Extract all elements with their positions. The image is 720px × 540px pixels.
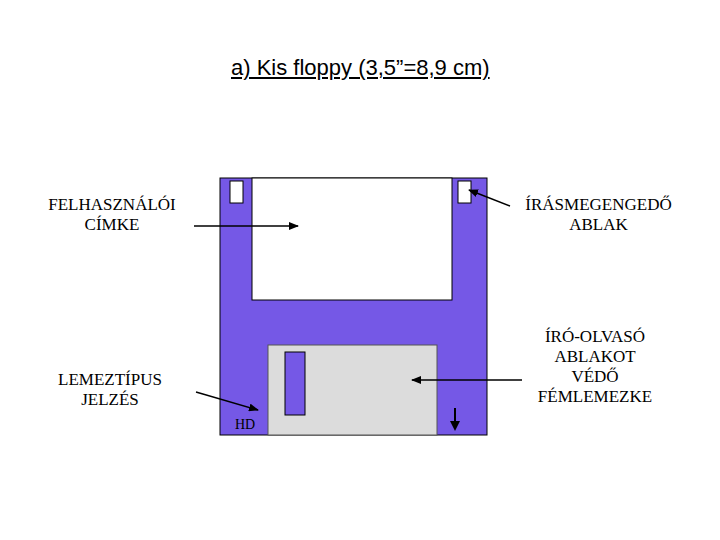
density-hole (230, 181, 243, 203)
shutter-slot (285, 352, 305, 415)
metal-shutter (268, 345, 437, 435)
write-protect-window (458, 181, 471, 203)
callout-label: ÍRÓ-OLVASÓ ABLAKOT VÉDŐ FÉMLEMEZKE (530, 327, 660, 407)
disk-type-mark: HD (235, 417, 255, 433)
disk-body (220, 178, 487, 435)
callout-label: FELHASZNÁLÓI CÍMKE (37, 195, 187, 235)
label-area (252, 178, 452, 300)
leader-line (412, 379, 522, 381)
leader-line (196, 392, 258, 410)
callout-label: ÍRÁSMEGENGEDŐ ABLAK (516, 195, 681, 235)
leader-line (469, 190, 510, 206)
callout-label: LEMEZTÍPUS JELZÉS (45, 370, 175, 410)
title: a) Kis floppy (3,5”=8,9 cm) (231, 55, 490, 81)
orientation-arrowhead (450, 421, 460, 431)
leader-line (194, 225, 298, 227)
